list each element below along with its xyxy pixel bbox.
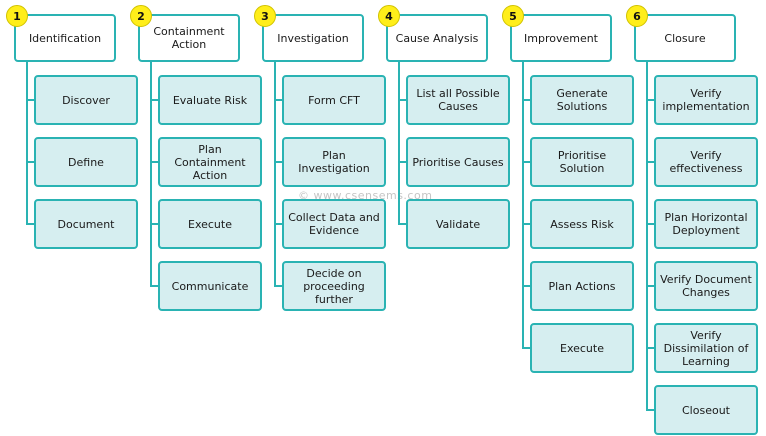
connector-branch xyxy=(522,161,530,163)
connector-branch xyxy=(274,161,282,163)
step-box: Form CFT xyxy=(282,75,386,125)
phase-number-badge: 6 xyxy=(626,5,648,27)
phase-header: Improvement xyxy=(510,14,612,62)
step-box: Plan Actions xyxy=(530,261,634,311)
step-box: Closeout xyxy=(654,385,758,435)
connector-branch xyxy=(274,285,282,287)
step-box: Collect Data and Evidence xyxy=(282,199,386,249)
step-box: Plan Horizontal Deployment xyxy=(654,199,758,249)
connector-trunk xyxy=(26,62,28,225)
phase-number-badge: 4 xyxy=(378,5,400,27)
step-box: Validate xyxy=(406,199,510,249)
phase-number-badge: 5 xyxy=(502,5,524,27)
step-box: Execute xyxy=(158,199,262,249)
connector-trunk xyxy=(398,62,400,225)
step-box: Prioritise Causes xyxy=(406,137,510,187)
step-box: Verify Dissimilation of Learning xyxy=(654,323,758,373)
connector-branch xyxy=(150,285,158,287)
connector-branch xyxy=(646,99,654,101)
step-box: Evaluate Risk xyxy=(158,75,262,125)
connector-branch xyxy=(522,347,530,349)
step-box: Verify effectiveness xyxy=(654,137,758,187)
connector-branch xyxy=(522,99,530,101)
phase-number-badge: 3 xyxy=(254,5,276,27)
connector-branch xyxy=(150,161,158,163)
connector-branch xyxy=(26,161,34,163)
connector-branch xyxy=(646,285,654,287)
connector-branch xyxy=(646,409,654,411)
connector-branch xyxy=(522,223,530,225)
phase-number-badge: 1 xyxy=(6,5,28,27)
phase-header: Closure xyxy=(634,14,736,62)
connector-branch xyxy=(398,161,406,163)
connector-branch xyxy=(646,347,654,349)
step-box: Generate Solutions xyxy=(530,75,634,125)
step-box: Prioritise Solution xyxy=(530,137,634,187)
connector-branch xyxy=(26,99,34,101)
connector-branch xyxy=(274,223,282,225)
phase-number-badge: 2 xyxy=(130,5,152,27)
step-box: Communicate xyxy=(158,261,262,311)
phase-header: Containment Action xyxy=(138,14,240,62)
connector-branch xyxy=(150,99,158,101)
connector-branch xyxy=(26,223,34,225)
step-box: Plan Containment Action xyxy=(158,137,262,187)
step-box: List all Possible Causes xyxy=(406,75,510,125)
connector-trunk xyxy=(522,62,524,349)
connector-branch xyxy=(646,161,654,163)
step-box: Plan Investigation xyxy=(282,137,386,187)
step-box: Verify implementation xyxy=(654,75,758,125)
connector-branch xyxy=(274,99,282,101)
connector-branch xyxy=(398,223,406,225)
connector-trunk xyxy=(150,62,152,287)
step-box: Discover xyxy=(34,75,138,125)
phase-header: Investigation xyxy=(262,14,364,62)
connector-branch xyxy=(150,223,158,225)
connector-branch xyxy=(646,223,654,225)
phase-header: Identification xyxy=(14,14,116,62)
step-box: Execute xyxy=(530,323,634,373)
connector-branch xyxy=(522,285,530,287)
step-box: Assess Risk xyxy=(530,199,634,249)
phase-header: Cause Analysis xyxy=(386,14,488,62)
step-box: Document xyxy=(34,199,138,249)
connector-trunk xyxy=(274,62,276,287)
step-box: Verify Document Changes xyxy=(654,261,758,311)
step-box: Define xyxy=(34,137,138,187)
step-box: Decide on proceeding further xyxy=(282,261,386,311)
connector-branch xyxy=(398,99,406,101)
connector-trunk xyxy=(646,62,648,411)
